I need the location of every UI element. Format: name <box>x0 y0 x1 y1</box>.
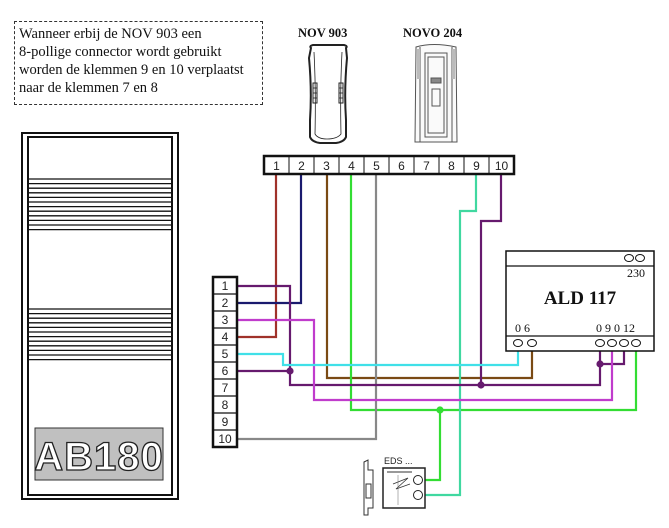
note-line: naar de klemmen 7 en 8 <box>19 80 158 96</box>
side-terminal-8: 8 <box>222 398 229 412</box>
wire-top4-eds <box>349 174 638 412</box>
note-line: worden de klemmen 9 en 10 verplaatst <box>19 62 244 78</box>
top-terminal-6: 6 <box>398 159 405 173</box>
top-terminal-5: 5 <box>373 159 380 173</box>
wire-side1-bus <box>237 284 602 387</box>
junction-dot <box>436 406 444 414</box>
speaker-grille <box>29 178 171 231</box>
power-unit-label: ALD 117 <box>544 288 617 309</box>
top-terminal-8: 8 <box>448 159 455 173</box>
top-terminal-3: 3 <box>323 159 330 173</box>
note-line: Wanneer erbij de NOV 903 een <box>19 26 202 42</box>
mains-terminal <box>635 254 645 262</box>
panel-ab180: AB180 <box>21 132 179 500</box>
terminal-0b <box>595 339 605 347</box>
wire-eds-green <box>423 410 442 482</box>
side-terminal-7: 7 <box>222 381 229 395</box>
side-terminal-4: 4 <box>222 330 229 344</box>
connector-note: Wanneer erbij de NOV 903 een 8-pollige c… <box>14 21 263 105</box>
speaker-grille <box>29 308 171 361</box>
wire-top3-ald6 <box>325 174 534 380</box>
note-line: 8-pollige connector wordt gebruikt <box>19 44 222 60</box>
wire-top5-side10 <box>237 174 378 441</box>
top-terminal-strip: 1 2 3 4 5 6 7 8 9 10 <box>262 154 516 176</box>
side-terminal-5: 5 <box>222 347 229 361</box>
terminal-9 <box>607 339 617 347</box>
mains-voltage-label: 230 <box>627 266 645 280</box>
wire-top9-eds <box>423 174 478 497</box>
right-terminals-label: 0 9 0 12 <box>596 321 635 335</box>
wire-top1-side4 <box>237 174 278 339</box>
panel-ab180-label: AB180 <box>34 435 164 479</box>
handset-nov903-label: NOV 903 <box>298 26 348 40</box>
top-terminal-2: 2 <box>298 159 305 173</box>
top-terminal-10: 10 <box>495 159 509 173</box>
door-opener-eds: EDS ... <box>363 456 426 516</box>
top-terminal-9: 9 <box>473 159 480 173</box>
terminal-12 <box>631 339 641 347</box>
top-terminal-1: 1 <box>273 159 280 173</box>
top-terminal-7: 7 <box>423 159 430 173</box>
wire-top2-side2 <box>237 174 303 305</box>
side-terminal-strip: 1 2 3 4 5 6 7 8 9 10 <box>211 275 239 449</box>
wire-ald-bridge <box>600 347 626 366</box>
top-terminal-4: 4 <box>348 159 355 173</box>
wire-top10-ald <box>479 174 503 385</box>
door-opener-label: EDS ... <box>384 456 413 466</box>
side-terminal-10: 10 <box>218 432 232 446</box>
wire-side5-ald0 <box>237 347 520 367</box>
junction-dot <box>477 381 485 389</box>
terminal-0c <box>619 339 629 347</box>
junction-dot <box>286 367 294 375</box>
left-terminals-label: 0 6 <box>515 321 530 335</box>
side-terminal-9: 9 <box>222 415 229 429</box>
handset-novo204-icon <box>414 44 458 143</box>
relay-box <box>382 467 426 509</box>
junction-dot <box>596 360 604 368</box>
terminal-6 <box>527 339 537 347</box>
wire-side3-ald9 <box>237 318 614 402</box>
power-unit-ald117: 230 ALD 117 0 6 0 9 0 12 <box>505 250 655 352</box>
handset-nov903-icon <box>307 44 349 144</box>
strike-icon <box>363 459 374 516</box>
side-terminal-6: 6 <box>222 364 229 378</box>
side-terminal-2: 2 <box>222 296 229 310</box>
wires <box>237 174 638 497</box>
mains-terminal <box>624 254 634 262</box>
handset-novo204-label: NOVO 204 <box>403 26 463 40</box>
side-terminal-3: 3 <box>222 313 229 327</box>
terminal-0 <box>513 339 523 347</box>
side-terminal-1: 1 <box>222 279 229 293</box>
